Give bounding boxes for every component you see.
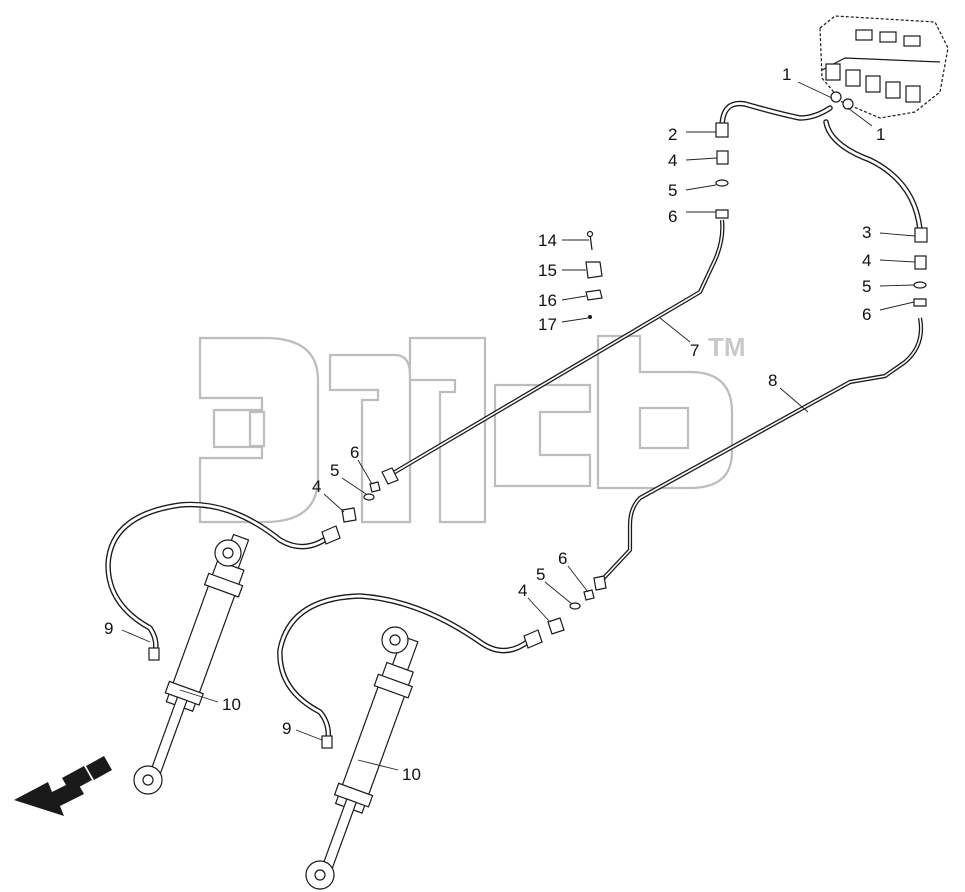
callout-5-upper-left: 5 bbox=[668, 181, 677, 200]
washer-5-upper-left bbox=[715, 179, 729, 187]
callout-10-left: 10 bbox=[222, 695, 241, 714]
watermark-letter-1-inner bbox=[248, 410, 266, 448]
callout-2: 2 bbox=[668, 125, 677, 144]
callout-6-lower: 6 bbox=[558, 549, 567, 568]
nut-17 bbox=[588, 315, 592, 319]
watermark-letter-5-inner bbox=[638, 406, 690, 450]
callout-17: 17 bbox=[538, 315, 557, 334]
callout-5-mid: 5 bbox=[330, 461, 339, 480]
nut-6-upper-left bbox=[715, 209, 729, 219]
leader-lines bbox=[121, 81, 916, 771]
lower-left-fitting-group bbox=[341, 481, 381, 523]
callout-10-right: 10 bbox=[402, 765, 421, 784]
steel-tube-8 bbox=[593, 317, 924, 591]
control-valve-block-icon bbox=[819, 15, 949, 119]
hydraulic-cylinder-10-right bbox=[305, 626, 419, 890]
adapter-4-lower bbox=[547, 617, 565, 635]
hydraulic-cylinder-10-left bbox=[133, 533, 250, 795]
callout-8: 8 bbox=[768, 371, 777, 390]
adapter-4-upper-right bbox=[914, 255, 927, 270]
callout-15: 15 bbox=[538, 261, 557, 280]
callout-16: 16 bbox=[538, 291, 557, 310]
washer-5-mid bbox=[363, 493, 375, 501]
right-fitting-stack bbox=[913, 227, 928, 307]
hose-9-right bbox=[277, 593, 543, 749]
callout-6-upper-left: 6 bbox=[668, 207, 677, 226]
clamp-15 bbox=[585, 261, 603, 279]
callout-9-left: 9 bbox=[104, 619, 113, 638]
callout-numbers: 1 1 2 4 5 6 3 4 5 6 14 15 16 17 7 8 6 5 … bbox=[104, 65, 885, 784]
callout-4-lower: 4 bbox=[518, 581, 527, 600]
clamp-parts bbox=[585, 230, 603, 319]
callout-3: 3 bbox=[862, 223, 871, 242]
left-fitting-stack bbox=[715, 122, 729, 219]
callout-7: 7 bbox=[690, 341, 699, 360]
callout-1-top: 1 bbox=[782, 65, 791, 84]
washer-5-lower bbox=[569, 602, 581, 610]
nut-6-lower bbox=[583, 589, 595, 601]
callout-4-upper-right: 4 bbox=[862, 251, 871, 270]
callout-9-right: 9 bbox=[282, 719, 291, 738]
upper-hoses bbox=[719, 100, 923, 233]
watermark-logo: TM bbox=[198, 332, 746, 524]
watermark-letter-3 bbox=[408, 336, 487, 524]
nut-6-upper-right bbox=[913, 298, 927, 307]
watermark-trademark: TM bbox=[708, 332, 746, 362]
hose-end-fitting-2 bbox=[715, 122, 729, 138]
nut-6-mid bbox=[369, 481, 381, 493]
callout-6-mid: 6 bbox=[350, 443, 359, 462]
washer-5-upper-right bbox=[913, 281, 927, 289]
steel-tube-7 bbox=[381, 219, 725, 485]
hose-end-fitting-3 bbox=[914, 227, 928, 243]
callout-6-upper-right: 6 bbox=[862, 305, 871, 324]
callout-1-right: 1 bbox=[876, 125, 885, 144]
front-direction-arrow-icon bbox=[14, 756, 112, 816]
callout-4-upper-left: 4 bbox=[668, 151, 677, 170]
callout-14: 14 bbox=[538, 231, 557, 250]
callout-4-mid: 4 bbox=[312, 477, 321, 496]
hose-9-left bbox=[105, 501, 341, 661]
callout-5-lower: 5 bbox=[536, 565, 545, 584]
lower-right-fitting-group bbox=[547, 589, 595, 635]
callout-5-upper-right: 5 bbox=[862, 277, 871, 296]
adapter-4-upper-left bbox=[716, 150, 729, 165]
plate-16 bbox=[585, 289, 603, 301]
adapter-4-mid bbox=[341, 507, 357, 523]
watermark-letter-4 bbox=[493, 383, 592, 488]
